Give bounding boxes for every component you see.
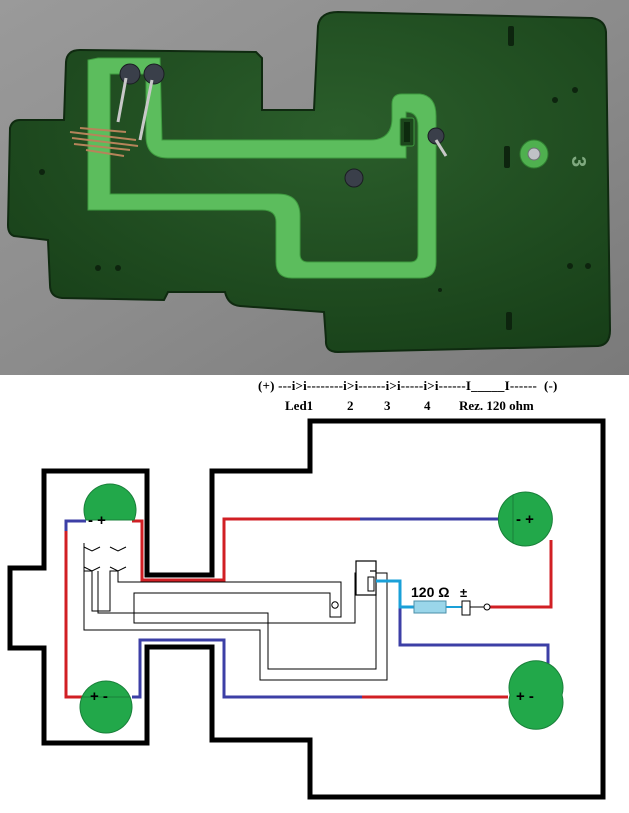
board-outline — [7, 418, 606, 800]
led-bottom-left: + - — [79, 680, 133, 734]
board-marking: 3 — [567, 156, 589, 167]
led-top-left-label: - + — [88, 512, 106, 529]
negative-wires — [64, 517, 550, 699]
pcb-trace — [87, 57, 437, 279]
frayed-wire — [69, 127, 139, 157]
contact-point — [331, 601, 339, 609]
label-led4: 4 — [424, 398, 431, 413]
inner-trace-outline-2 — [97, 571, 377, 670]
label-led1: Led1 — [285, 398, 314, 413]
switch-contact — [367, 576, 375, 592]
circuit-formula: (+) ---i>i--------i>i------i>i-----i>i--… — [0, 376, 629, 420]
board-holes — [39, 26, 591, 330]
formula-line: (+) ---i>i--------i>i------i>i-----i>i--… — [258, 378, 558, 393]
solder-points — [116, 63, 549, 188]
resistor-body — [413, 600, 447, 614]
led-top-left: - + — [83, 483, 137, 529]
pcb-photo: 3 — [0, 0, 629, 375]
inner-trace-outline — [83, 543, 388, 681]
connector-body — [461, 600, 471, 616]
trace-slot-inner — [404, 122, 410, 142]
connector-terminal — [483, 603, 491, 611]
led-top-right: - + — [497, 491, 553, 547]
wiring-diagram: 120 Ω ± - + + - - + + - — [7, 418, 606, 800]
resistor-wire — [376, 579, 414, 609]
connector-label: ± — [460, 585, 467, 600]
positive-wires — [64, 517, 553, 699]
led-bottom-right: + - — [508, 660, 564, 730]
resistor-label: 120 Ω — [411, 584, 449, 600]
led-leads — [83, 546, 127, 572]
label-led2: 2 — [347, 398, 354, 413]
label-led3: 3 — [384, 398, 391, 413]
label-resistor: Rez. 120 ohm — [459, 398, 534, 413]
led-bottom-left-label: + - — [90, 688, 108, 705]
led-bottom-right-label: + - — [516, 688, 534, 705]
led-top-right-label: - + — [516, 511, 534, 528]
